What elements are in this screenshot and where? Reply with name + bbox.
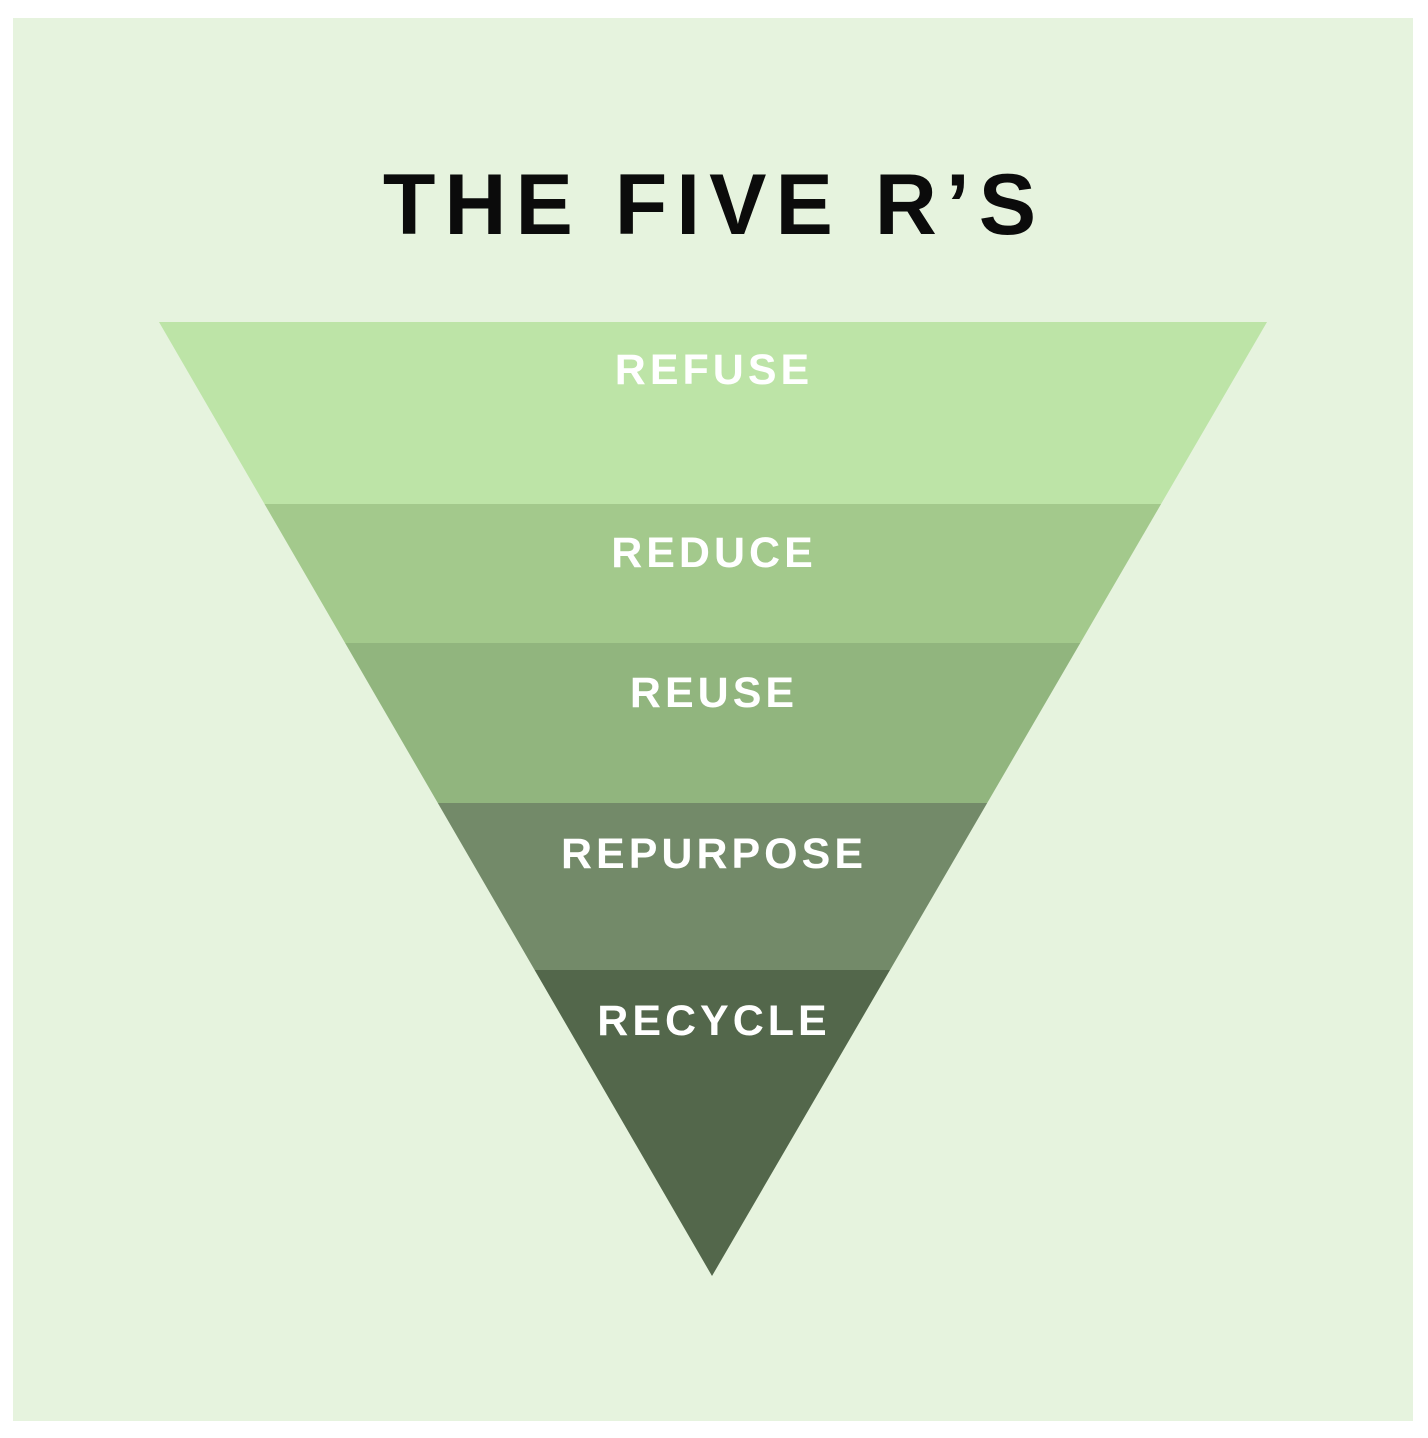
band-reuse — [345, 643, 1081, 803]
band-label-reuse: REUSE — [630, 669, 798, 717]
band-label-refuse: REFUSE — [615, 346, 813, 394]
band-reduce — [264, 504, 1162, 643]
band-refuse — [159, 322, 1267, 504]
band-repurpose — [437, 803, 988, 970]
band-label-reduce: REDUCE — [611, 529, 817, 577]
band-label-recycle: RECYCLE — [597, 997, 830, 1045]
band-label-repurpose: REPURPOSE — [561, 830, 867, 878]
band-recycle — [534, 970, 890, 1276]
diagram-title: THE FIVE R’S — [382, 157, 1046, 253]
